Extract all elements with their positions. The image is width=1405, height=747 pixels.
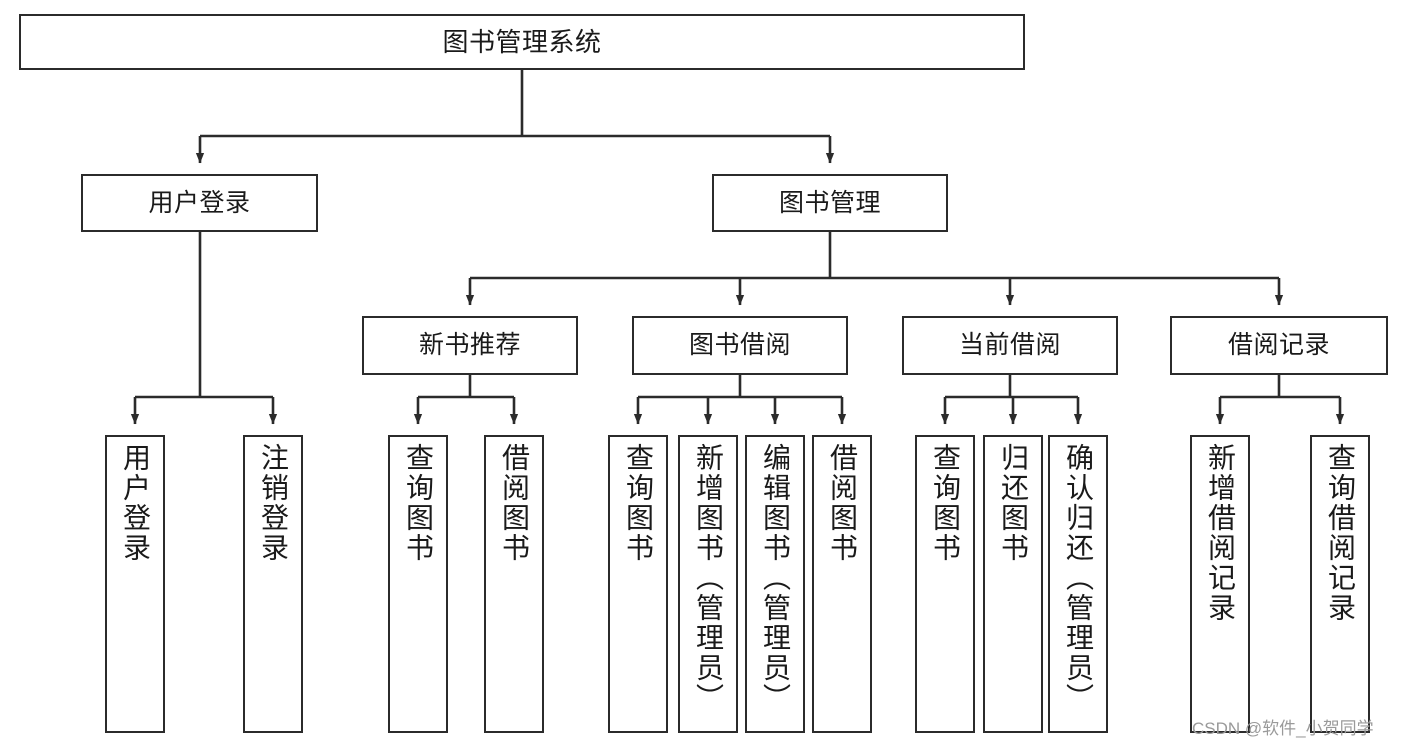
node-leaf-cur-return[interactable]: 归还图书 (983, 435, 1043, 733)
node-leaf-borrow-borrow[interactable]: 借阅图书 (812, 435, 872, 733)
node-root[interactable]: 图书管理系统 (19, 14, 1025, 70)
node-leaf-cur-confirm[interactable]: 确认归还（管理员） (1048, 435, 1108, 733)
node-label: 编辑图书（管理员） (760, 443, 791, 713)
node-user-login[interactable]: 用户登录 (81, 174, 318, 232)
node-new-book-rec[interactable]: 新书推荐 (362, 316, 578, 375)
node-leaf-borrow-query[interactable]: 查询图书 (608, 435, 668, 733)
node-label: 查询图书 (623, 443, 654, 563)
node-leaf-borrow-edit[interactable]: 编辑图书（管理员） (745, 435, 805, 733)
node-label: 查询图书 (930, 443, 961, 563)
node-leaf-rec-add[interactable]: 新增借阅记录 (1190, 435, 1250, 733)
node-label: 归还图书 (998, 443, 1029, 563)
node-current-borrow[interactable]: 当前借阅 (902, 316, 1118, 375)
node-label: 新增图书（管理员） (693, 443, 724, 713)
node-label: 新书推荐 (418, 331, 521, 359)
node-leaf-user-logout[interactable]: 注销登录 (243, 435, 303, 733)
node-leaf-borrow-add[interactable]: 新增图书（管理员） (678, 435, 738, 733)
node-book-borrow[interactable]: 图书借阅 (632, 316, 848, 375)
node-label: 注销登录 (258, 443, 289, 563)
node-leaf-cur-query[interactable]: 查询图书 (915, 435, 975, 733)
node-leaf-rec-query[interactable]: 查询图书 (388, 435, 448, 733)
node-label: 用户登录 (120, 443, 151, 563)
node-leaf-rec-borrow[interactable]: 借阅图书 (484, 435, 544, 733)
node-label: 图书借阅 (688, 331, 791, 359)
node-label: 查询图书 (403, 443, 434, 563)
node-leaf-rec-query2[interactable]: 查询借阅记录 (1310, 435, 1370, 733)
node-label: 图书管理系统 (442, 26, 602, 57)
node-label: 用户登录 (148, 188, 251, 217)
node-label: 借阅图书 (827, 443, 858, 563)
node-book-manage[interactable]: 图书管理 (712, 174, 948, 232)
node-leaf-user-login[interactable]: 用户登录 (105, 435, 165, 733)
node-label: 确认归还（管理员） (1063, 443, 1094, 713)
node-label: 借阅图书 (499, 443, 530, 563)
node-label: 图书管理 (778, 188, 881, 217)
node-label: 查询借阅记录 (1325, 443, 1356, 623)
node-label: 新增借阅记录 (1205, 443, 1236, 623)
csdn-watermark: CSDN @软件_小贺同学 (1192, 719, 1374, 738)
node-borrow-record[interactable]: 借阅记录 (1170, 316, 1388, 375)
node-label: 借阅记录 (1227, 331, 1330, 359)
node-label: 当前借阅 (958, 331, 1061, 359)
